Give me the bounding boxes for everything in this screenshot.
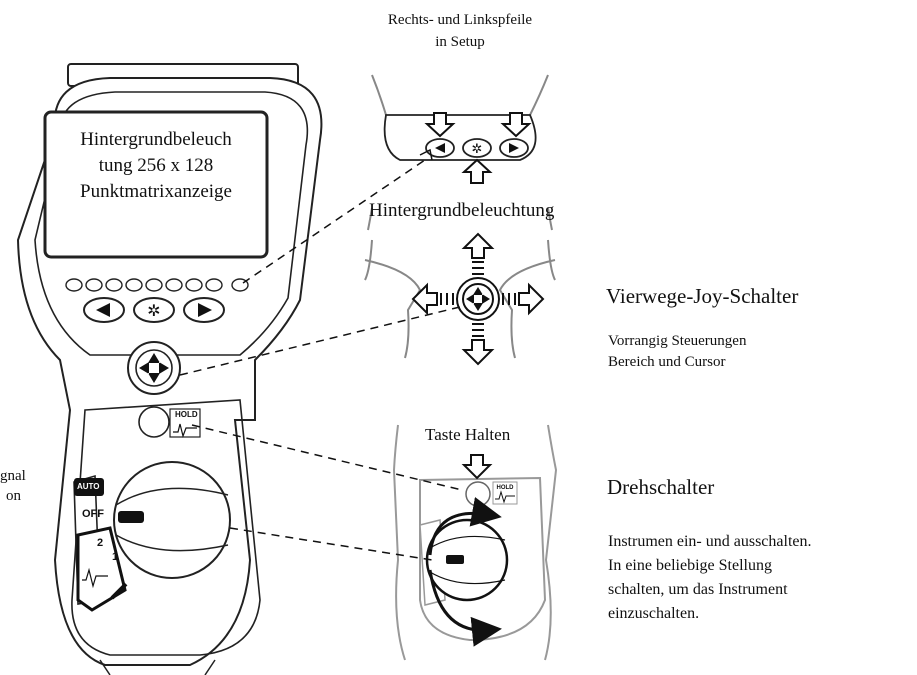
rotary-desc-3: schalten, um das Instrument bbox=[608, 581, 788, 598]
down-arrow-icon bbox=[500, 112, 532, 138]
backlight-caption: Hintergrundbeleuchtung bbox=[369, 200, 555, 221]
rotary-dial bbox=[73, 461, 231, 612]
detail-keypad-panel bbox=[383, 114, 537, 161]
arrow-keys-caption-2: in Setup bbox=[435, 34, 485, 50]
function-key-row bbox=[65, 278, 249, 292]
hold-label: HOLD bbox=[175, 410, 198, 419]
down-arrow-icon bbox=[461, 454, 493, 480]
joystick bbox=[127, 341, 181, 395]
rotary-desc-4: einzuschalten. bbox=[608, 605, 700, 622]
rotation-arrow-icon bbox=[428, 569, 502, 647]
position-1-label: 1 bbox=[112, 551, 119, 563]
up-arrow-icon bbox=[461, 158, 493, 184]
wrench-icon bbox=[110, 582, 128, 600]
joystick-arrows-icon bbox=[139, 353, 169, 383]
auto-label: AUTO bbox=[77, 482, 100, 491]
rotary-title: Drehschalter bbox=[607, 475, 715, 499]
right-arrow-icon bbox=[198, 303, 212, 317]
display-text-line-2: tung 256 x 128 bbox=[98, 155, 214, 176]
display-text-line-3: Punktmatrixanzeige bbox=[80, 181, 232, 202]
joystick-title: Vierwege-Joy-Schalter bbox=[606, 284, 799, 308]
svg-text:✲: ✲ bbox=[472, 142, 483, 157]
backlight-icon: ✲ bbox=[147, 301, 160, 320]
cut-label-2: on bbox=[6, 488, 21, 504]
rotary-desc-2: In eine beliebige Stellung bbox=[608, 557, 772, 574]
display-screen bbox=[43, 110, 269, 259]
left-arrow-icon bbox=[96, 303, 110, 317]
detail-backlight-key bbox=[462, 138, 492, 158]
hold-key-caption: Taste Halten bbox=[425, 425, 511, 444]
off-label: OFF bbox=[82, 508, 104, 520]
leader-lines bbox=[179, 159, 465, 561]
cut-label-1: gnal bbox=[0, 468, 26, 484]
detail-arrow-keys bbox=[367, 74, 553, 231]
joystick-desc-1: Vorrangig Steuerungen bbox=[608, 333, 747, 349]
joystick-arrows-icon bbox=[466, 287, 490, 311]
rotation-arrow-icon bbox=[428, 497, 502, 556]
down-arrow-icon bbox=[424, 112, 456, 138]
detail-joystick bbox=[364, 239, 556, 359]
position-2-label: 2 bbox=[97, 537, 104, 549]
arrow-keys-caption-1: Rechts- und Linkspfeile bbox=[387, 12, 533, 28]
display-text-line-1: Hintergrundbeleuch bbox=[80, 129, 232, 150]
joystick-desc-2: Bereich und Cursor bbox=[608, 354, 726, 370]
hold-button bbox=[138, 406, 201, 439]
detail-rotary bbox=[392, 424, 558, 661]
svg-text:HOLD: HOLD bbox=[497, 485, 515, 491]
rotary-desc-1: Instrumen ein- und ausschalten. bbox=[608, 533, 812, 550]
